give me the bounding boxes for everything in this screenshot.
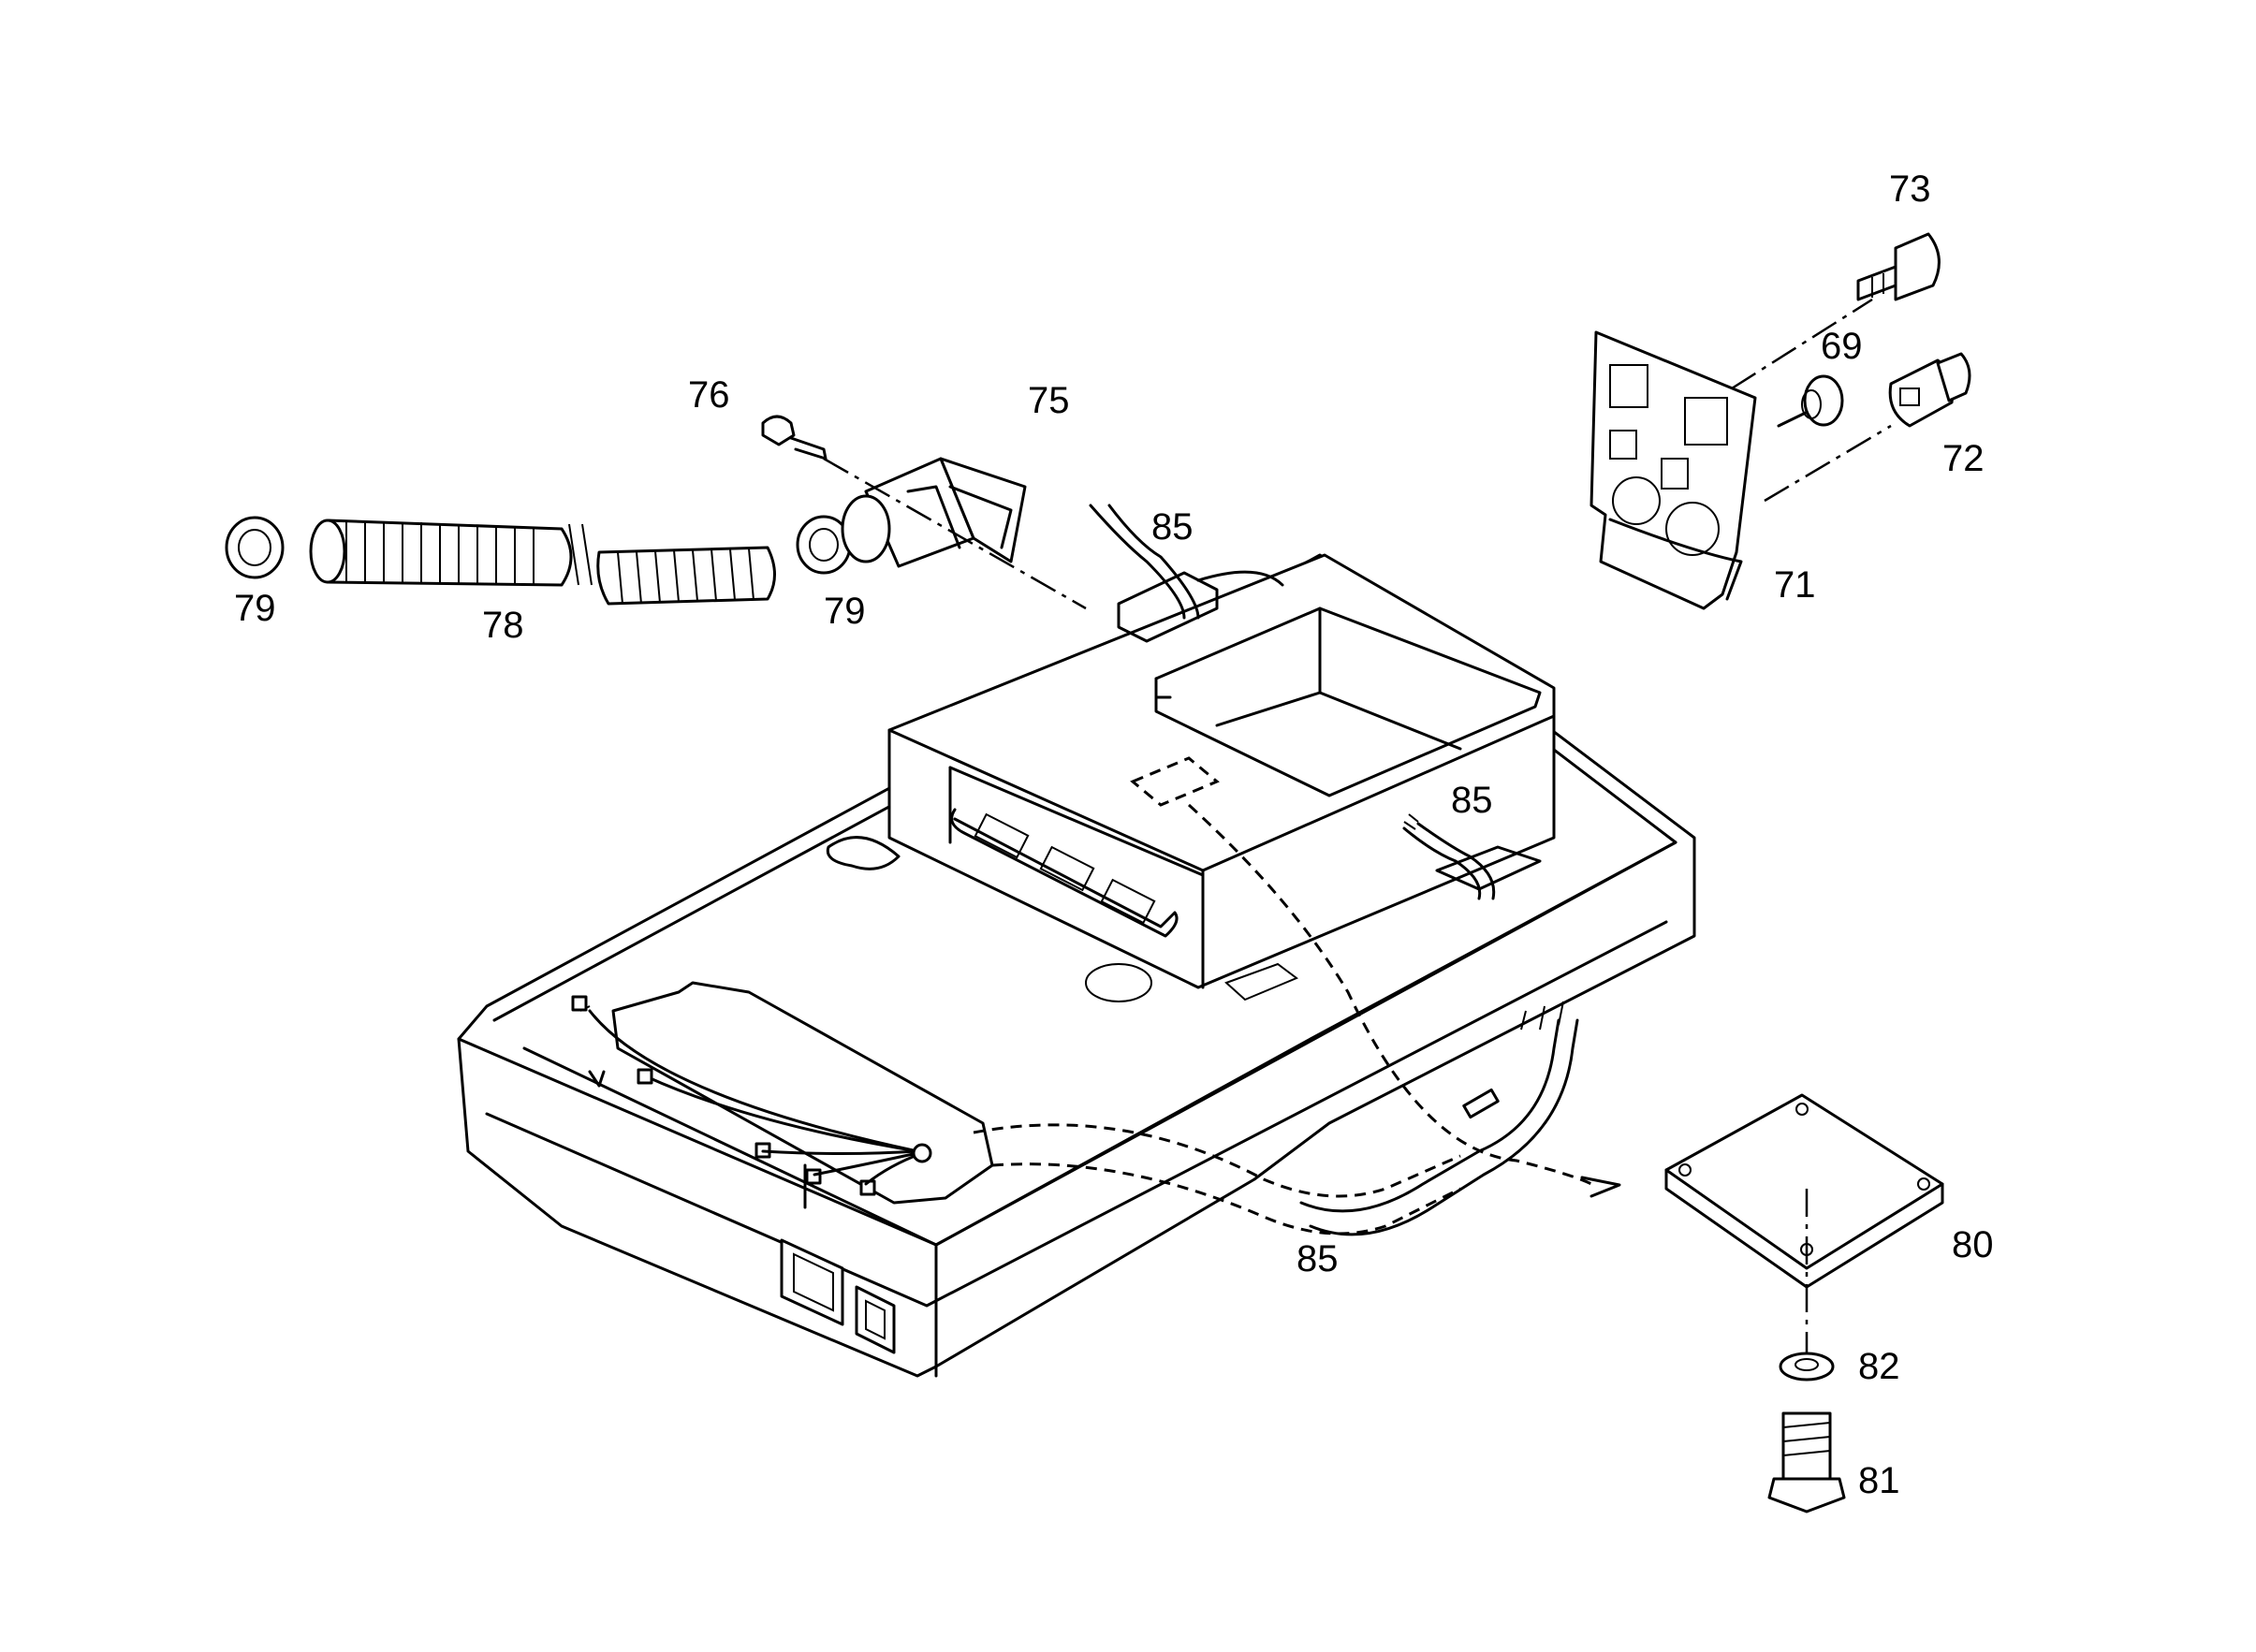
route-arrow [1580,1176,1621,1198]
label-79-left: 79 [234,588,276,629]
washer-82 [1779,1352,1835,1382]
label-76: 76 [688,374,730,416]
label-72: 72 [1942,438,1985,479]
route-to-cover [1187,803,1592,1186]
label-78: 78 [482,605,524,646]
label-79-right: 79 [824,591,866,632]
base-cutouts [826,836,1542,1002]
upper-box [887,553,1556,1001]
hose-connector [761,415,1087,610]
fitting-72 [1888,352,1971,428]
wire-tails [1089,504,1496,900]
bracket-plate [1589,298,1892,610]
bolt-81 [1767,1411,1846,1513]
label-82: 82 [1858,1346,1900,1387]
label-73: 73 [1889,168,1931,210]
grommet-69 [1803,374,1844,427]
label-85-bottom: 85 [1296,1238,1339,1279]
cover-plate [1664,1093,1944,1357]
hose [225,515,852,606]
screw-73 [1856,232,1941,301]
label-75: 75 [1028,380,1070,421]
label-71: 71 [1774,564,1816,606]
front-sockets [780,1238,896,1354]
label-80: 80 [1952,1224,1994,1265]
label-69: 69 [1821,326,1863,367]
label-85-top: 85 [1151,506,1194,548]
label-85-mid: 85 [1451,780,1493,821]
label-81: 81 [1858,1460,1900,1501]
